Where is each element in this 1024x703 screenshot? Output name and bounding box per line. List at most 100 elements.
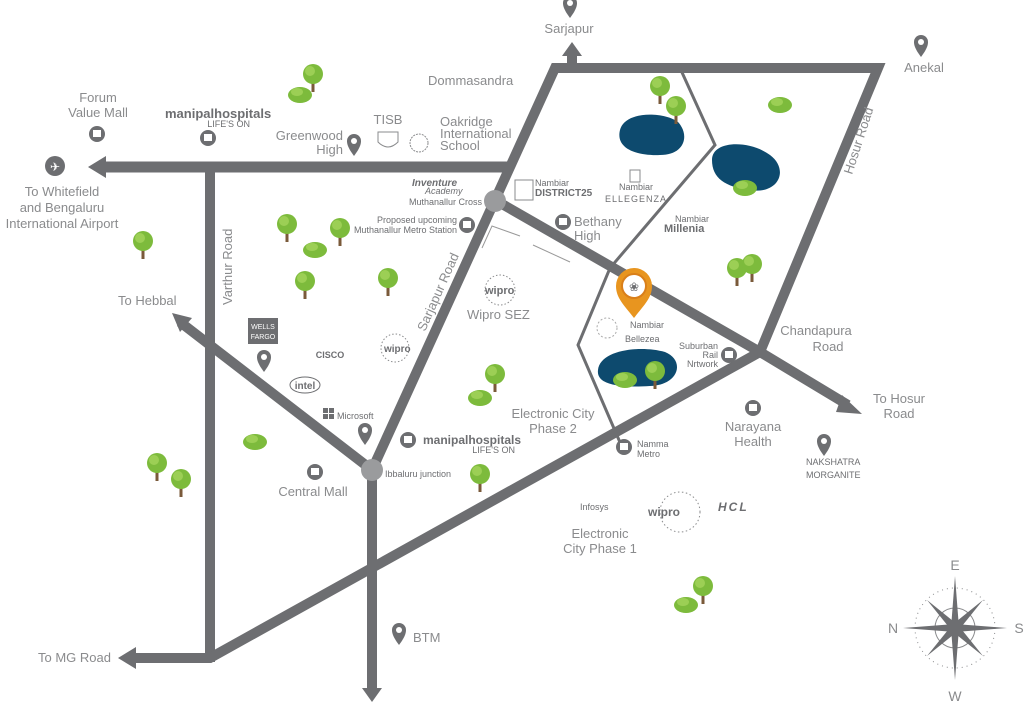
arrow-icon xyxy=(118,647,136,669)
svg-text:Rail: Rail xyxy=(702,350,718,360)
roads xyxy=(88,42,886,702)
label-sarjapur: Sarjapur xyxy=(544,21,594,36)
svg-text:Road: Road xyxy=(812,339,843,354)
logo-morganite: MORGANITE xyxy=(806,470,861,480)
label-bethany: Bethany xyxy=(574,214,622,229)
lake xyxy=(597,349,677,387)
logo-hcl: HCL xyxy=(718,500,749,514)
label-namma-metro: Namma xyxy=(637,439,669,449)
location-pin-icon xyxy=(358,423,372,445)
location-pin-icon xyxy=(347,134,361,156)
airplane-icon xyxy=(45,156,65,176)
label-narayana: Narayana xyxy=(725,419,782,434)
hospital-icon xyxy=(200,130,216,146)
svg-text:FARGO: FARGO xyxy=(251,334,276,341)
svg-text:WELLS: WELLS xyxy=(251,324,275,331)
wipro-logo-icon xyxy=(380,333,410,363)
svg-text:Nambiar: Nambiar xyxy=(535,178,569,188)
sarjapur-hosur-loop xyxy=(367,63,886,473)
ibbaluru-junction xyxy=(361,459,383,481)
hospital-icon xyxy=(400,432,416,448)
svg-text:School: School xyxy=(440,138,480,153)
label-forum: Forum xyxy=(79,90,117,105)
location-pin-icon xyxy=(563,0,577,18)
label-hebbal: To Hebbal xyxy=(118,293,177,308)
direction-line xyxy=(481,225,521,249)
svg-text:City Phase 1: City Phase 1 xyxy=(563,541,637,556)
svg-text:❀: ❀ xyxy=(629,280,639,294)
svg-text:Nambiar: Nambiar xyxy=(675,214,709,224)
svg-text:LIFE'S ON: LIFE'S ON xyxy=(207,119,250,129)
svg-text:Health: Health xyxy=(734,434,772,449)
label-ecity-phase2: Electronic City xyxy=(511,406,595,421)
label-muthanallur: Muthanallur Cross xyxy=(409,197,483,207)
label-ibbaluru: Ibbaluru junction xyxy=(385,469,451,479)
svg-text:Value Mall: Value Mall xyxy=(68,105,128,120)
label-anekal: Anekal xyxy=(904,60,944,75)
lake xyxy=(619,114,685,156)
oakridge-logo-icon xyxy=(409,133,429,153)
metro-icon xyxy=(459,217,475,233)
label-wipro-sez: Wipro SEZ xyxy=(467,307,530,322)
svg-text:Nambiar: Nambiar xyxy=(630,320,664,330)
logo-intel-ring xyxy=(289,376,321,394)
arrow-icon xyxy=(88,156,106,178)
shopping-cart-icon xyxy=(89,126,105,142)
label-chandapura: Chandapura xyxy=(780,323,852,338)
label-tisb: TISB xyxy=(374,112,403,127)
label-dommasandra: Dommasandra xyxy=(428,73,514,88)
label-to-hosur: To Hosur xyxy=(873,391,926,406)
svg-text:International: International xyxy=(440,126,512,141)
wipro-logo-icon xyxy=(659,491,701,533)
svg-text:High: High xyxy=(316,142,343,157)
label-greenwood: Greenwood xyxy=(276,128,343,143)
district25-icon xyxy=(514,179,534,201)
label-btm: BTM xyxy=(413,630,440,645)
minor-road xyxy=(576,67,717,448)
svg-text:wipro: wipro xyxy=(647,505,680,519)
logo-wells-fargo xyxy=(248,318,278,344)
label-central-mall: Central Mall xyxy=(278,484,347,499)
label-ecity-phase1: Electronic xyxy=(571,526,629,541)
project-location-pin[interactable]: ❀ xyxy=(616,268,652,318)
logo-cisco: CISCO xyxy=(316,350,345,360)
ellegenza-icon xyxy=(629,169,641,183)
compass-rose-icon: E N S W xyxy=(888,557,1024,703)
metro-icon xyxy=(616,439,632,455)
logo-wipro: wipro xyxy=(383,344,411,355)
place-labels: Sarjapur Anekal Dommasandra Forum Value … xyxy=(6,0,944,665)
svg-text:Nrtwork: Nrtwork xyxy=(687,359,718,369)
main-diagonal-road xyxy=(130,347,763,663)
svg-text:International Airport: International Airport xyxy=(6,216,119,231)
logo-microsoft: Microsoft xyxy=(337,411,374,421)
svg-text:Metro: Metro xyxy=(637,449,660,459)
svg-text:and Bengaluru: and Bengaluru xyxy=(20,200,105,215)
arrow-icon xyxy=(172,313,192,332)
compass-label-w: W xyxy=(948,688,962,703)
svg-text:Phase 2: Phase 2 xyxy=(529,421,577,436)
logo-bellezea: Bellezea xyxy=(625,334,660,344)
label-suburban-rail: Suburban xyxy=(679,341,718,351)
hospital-icon xyxy=(745,400,761,416)
logo-district25: DISTRICT25 xyxy=(535,188,593,199)
svg-text:Road: Road xyxy=(883,406,914,421)
svg-text:Academy: Academy xyxy=(424,186,463,196)
svg-text:Muthanallur Metro Station: Muthanallur Metro Station xyxy=(354,225,457,235)
location-pin-icon xyxy=(257,350,271,372)
label-whitefield: To Whitefield xyxy=(25,184,99,199)
tisb-crest-icon xyxy=(377,131,399,148)
microsoft-logo-icon xyxy=(323,408,328,413)
logo-infosys: Infosys xyxy=(580,502,609,512)
lake xyxy=(712,144,780,191)
label-metro-station: Proposed upcoming xyxy=(377,215,457,225)
svg-text:High: High xyxy=(574,228,601,243)
muthanallur-junction xyxy=(484,190,506,212)
school-icon xyxy=(555,214,571,230)
svg-text:LIFE'S ON: LIFE'S ON xyxy=(472,445,515,455)
svg-text:✈: ✈ xyxy=(50,160,60,174)
compass-label-e: E xyxy=(950,557,959,573)
train-icon xyxy=(721,347,737,363)
direction-line xyxy=(532,244,571,263)
project-logo-icon xyxy=(596,317,618,339)
